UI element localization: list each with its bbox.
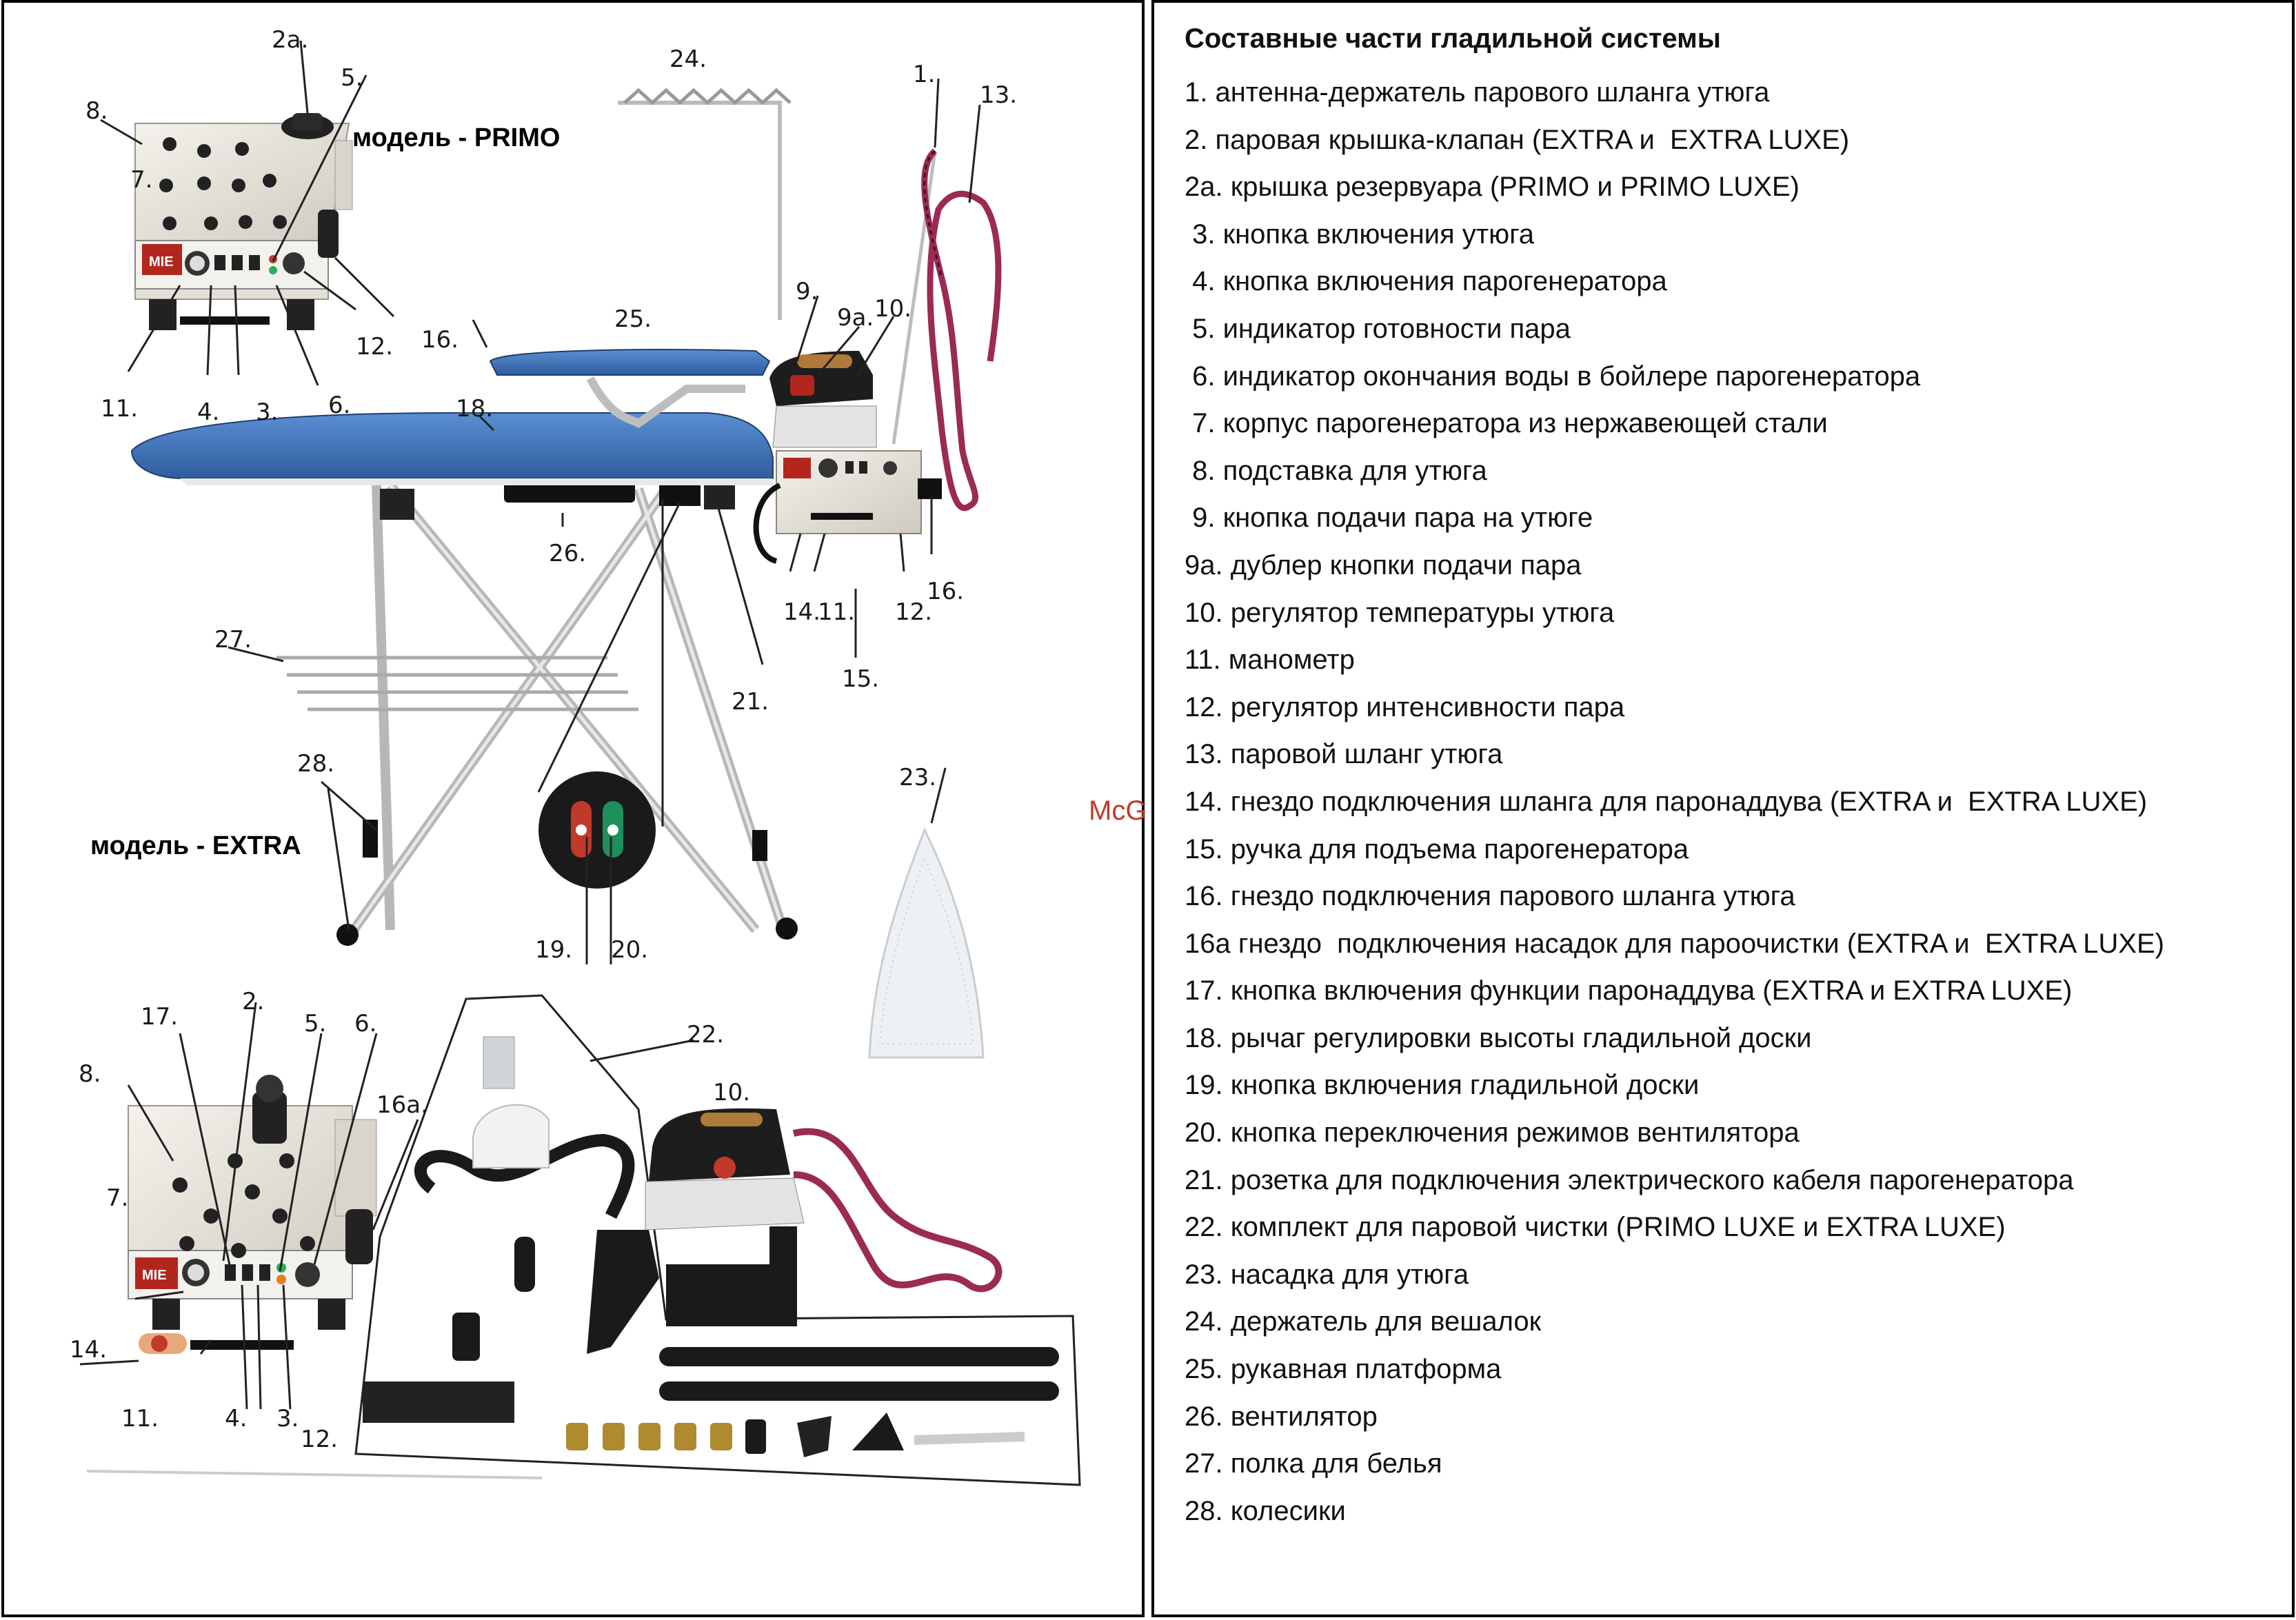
callout-12: 12. — [356, 333, 393, 361]
ironing-system-diagram: MIE — [70, 26, 1147, 1486]
callout-8: 8. — [85, 97, 108, 125]
callout-7: 7. — [130, 166, 152, 194]
hanger-holder — [618, 88, 792, 320]
extra-generator: MIE — [86, 1075, 543, 1479]
parts-list-item: 22. комплект для паровой чистки (PRIMO L… — [1185, 1212, 2006, 1243]
callout-16: 16. — [421, 326, 459, 354]
parts-list-title: Составные части гладильной системы — [1185, 23, 1721, 54]
parts-list-item: 28. колесики — [1185, 1495, 1346, 1526]
parts-list-item: 12. регулятор интенсивности пара — [1185, 691, 1625, 722]
callout-27: 27. — [214, 626, 252, 654]
parts-list-item: 2а. крышка резервуара (PRIMO и PRIMO LUX… — [1185, 172, 1800, 203]
callout-16a: 16a. — [376, 1091, 428, 1119]
board-steam-generator — [753, 450, 942, 564]
parts-list-item: 18. рычаг регулировки высоты гладильной … — [1185, 1022, 1812, 1053]
callout-4-extra: 4. — [225, 1405, 247, 1432]
svg-text:MIE: MIE — [149, 254, 174, 270]
iron-sole-plate — [868, 827, 985, 1059]
callout-20: 20. — [611, 936, 648, 964]
callout-labels: 2a. 5. 8. 7. модель - PRIMO 12. 16. 11. … — [70, 26, 1017, 1453]
callout-26: 26. — [549, 540, 586, 567]
parts-list-item: 19. кнопка включения гладильной доски — [1185, 1070, 1700, 1101]
iron-on-board — [769, 351, 877, 448]
callout-3: 3. — [256, 398, 278, 426]
parts-list-item: 11. манометр — [1185, 645, 1355, 676]
illustration-panel: MIE — [1, 0, 1147, 1617]
callout-5-extra: 5. — [304, 1010, 326, 1037]
parts-list-item: 26. вентилятор — [1185, 1401, 1378, 1432]
callout-6: 6. — [328, 392, 350, 419]
callout-9: 9. — [796, 278, 818, 305]
callout-23: 23. — [899, 764, 936, 791]
parts-list-item: 23. насадка для утюга — [1185, 1259, 1469, 1290]
model-primo-label: модель - PRIMO — [352, 123, 560, 152]
callout-9a: 9a. — [837, 304, 874, 332]
callout-2a: 2a. — [272, 26, 308, 54]
parts-list-item: 21. розетка для подключения электрическо… — [1185, 1164, 2074, 1195]
parts-list-item: 15. ручка для подъема парогенератора — [1185, 833, 1689, 864]
parts-list-item: 1. антенна-держатель парового шланга утю… — [1185, 77, 1770, 108]
callout-5: 5. — [341, 64, 363, 92]
parts-list-item: 24. держатель для вешалок — [1185, 1306, 1542, 1337]
parts-list-item: 13. паровой шланг утюга — [1185, 739, 1503, 770]
callout-14-extra: 14. — [70, 1336, 107, 1364]
parts-list-panel: Составные части гладильной системы 1. ан… — [1151, 0, 2295, 1617]
callout-12-board: 12. — [895, 598, 932, 626]
callout-22: 22. — [687, 1021, 724, 1049]
board-switch-closeup — [538, 771, 656, 889]
parts-list-item: 8. подставка для утюга — [1185, 455, 1487, 486]
callout-17: 17. — [141, 1003, 178, 1031]
parts-list-item: 4. кнопка включения парогенератора — [1185, 266, 1667, 297]
steam-cleaning-kit — [354, 994, 1081, 1486]
callout-11-extra: 11. — [121, 1405, 159, 1432]
parts-list-item: 7. корпус парогенератора из нержавеющей … — [1185, 408, 1828, 439]
antenna-and-hose — [892, 148, 1002, 512]
parts-list-item: 16а гнездо подключения насадок для пароо… — [1185, 928, 2164, 959]
callout-14: 14. — [783, 598, 820, 626]
svg-text:MIE: MIE — [142, 1268, 167, 1283]
primo-generator: MIE — [134, 113, 353, 330]
callout-25: 25. — [614, 305, 652, 333]
parts-list-item: 9. кнопка подачи пара на утюге — [1185, 503, 1593, 534]
callout-2: 2. — [242, 988, 264, 1015]
parts-list-item: 9а. дублер кнопки подачи пара — [1185, 549, 1582, 580]
parts-list-item: 10. регулятор температуры утюга — [1185, 597, 1615, 628]
parts-list: 1. антенна-держатель парового шланга утю… — [1185, 69, 2164, 1535]
callout-1: 1. — [913, 61, 935, 88]
callout-24: 24. — [669, 45, 707, 73]
callout-28: 28. — [297, 750, 334, 778]
callout-3-extra: 3. — [276, 1405, 299, 1432]
callout-6-extra: 6. — [354, 1010, 376, 1037]
callout-4: 4. — [197, 398, 219, 426]
callout-12-extra: 12. — [301, 1426, 338, 1453]
parts-list-item: 16. гнездо подключения парового шланга у… — [1185, 881, 1795, 912]
watermark: McGrp.Ru — [1089, 796, 1147, 826]
parts-list-item: 20. кнопка переключения режимов вентилят… — [1185, 1117, 1800, 1148]
callout-10: 10. — [874, 295, 912, 323]
callout-10-kit: 10. — [713, 1079, 750, 1106]
leader-lines — [79, 40, 981, 1410]
callout-15: 15. — [842, 665, 879, 693]
callout-16-board: 16. — [927, 578, 964, 605]
parts-list-item: 6. индикатор окончания воды в бойлере па… — [1185, 361, 1921, 392]
parts-list-item: 3. кнопка включения утюга — [1185, 219, 1535, 250]
parts-list-item: 17. кнопка включения функции паронаддува… — [1185, 975, 2073, 1006]
parts-list-item: 14. гнездо подключения шланга для парона… — [1185, 786, 2148, 817]
callout-18: 18. — [456, 395, 493, 423]
ironing-board — [130, 349, 798, 946]
callout-11: 11. — [101, 395, 138, 423]
callout-11-board: 11. — [818, 598, 855, 626]
callout-19: 19. — [535, 936, 572, 964]
parts-list-item: 5. индикатор готовности пара — [1185, 313, 1571, 344]
parts-list-item: 27. полка для белья — [1185, 1448, 1442, 1479]
callout-13: 13. — [980, 81, 1017, 109]
model-extra-label: модель - EXTRA — [90, 831, 301, 860]
callout-8-extra: 8. — [79, 1060, 101, 1088]
callout-7-extra: 7. — [106, 1184, 128, 1212]
parts-list-item: 25. рукавная платформа — [1185, 1354, 1502, 1385]
callout-21: 21. — [732, 688, 769, 716]
parts-list-item: 2. паровая крышка-клапан (EXTRA и EXTRA … — [1185, 124, 1850, 155]
